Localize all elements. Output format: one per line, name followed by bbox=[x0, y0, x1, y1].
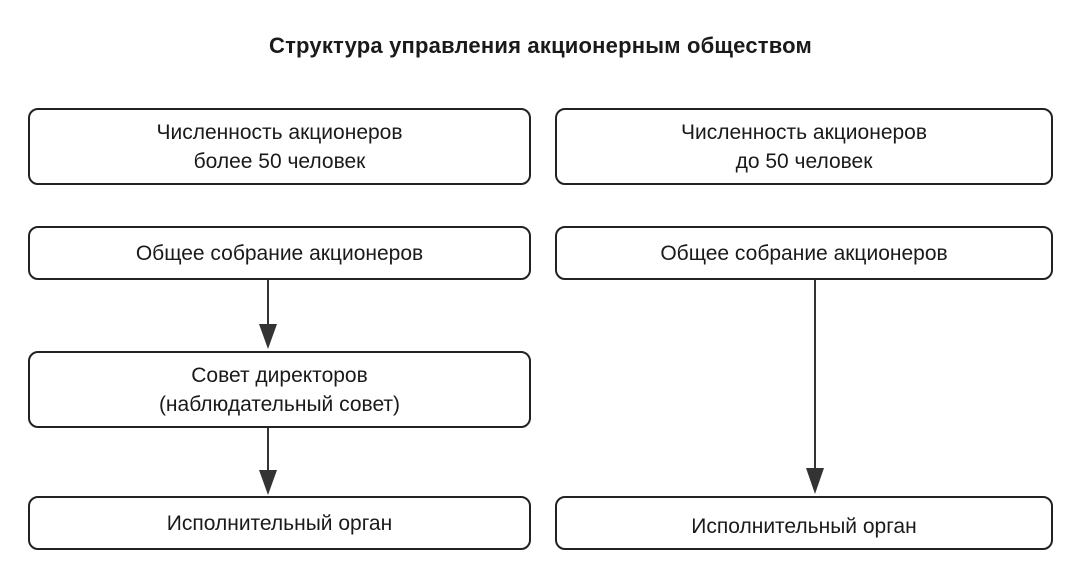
left-board-label: Совет директоров (наблюдательный совет) bbox=[158, 363, 401, 416]
left-executive-label: Исполнительный орган bbox=[166, 511, 393, 535]
right-header-label: Численность акционеров до 50 человек bbox=[680, 120, 928, 173]
left-meeting-label: Общее собрание акционеров bbox=[135, 241, 424, 265]
left-meeting-box: Общее собрание акционеров bbox=[28, 226, 531, 280]
right-executive-label: Исполнительный орган bbox=[691, 514, 917, 538]
arrow-meeting-to-board bbox=[259, 280, 277, 349]
right-meeting-box: Общее собрание акционеров bbox=[555, 226, 1053, 280]
left-header-label: Численность акционеров более 50 человек bbox=[156, 120, 403, 173]
arrow-board-to-executive bbox=[259, 428, 277, 495]
right-header-box: Численность акционеров до 50 человек bbox=[555, 108, 1053, 185]
arrow-meeting-to-executive-right bbox=[806, 280, 824, 494]
left-header-box: Численность акционеров более 50 человек bbox=[28, 108, 531, 185]
left-executive-box: Исполнительный орган bbox=[28, 496, 531, 550]
right-executive-box: Исполнительный орган bbox=[555, 496, 1053, 550]
diagram-title: Структура управления акционерным обществ… bbox=[269, 33, 812, 58]
left-board-box: Совет директоров (наблюдательный совет) bbox=[28, 351, 531, 428]
right-meeting-label: Общее собрание акционеров bbox=[660, 241, 948, 265]
